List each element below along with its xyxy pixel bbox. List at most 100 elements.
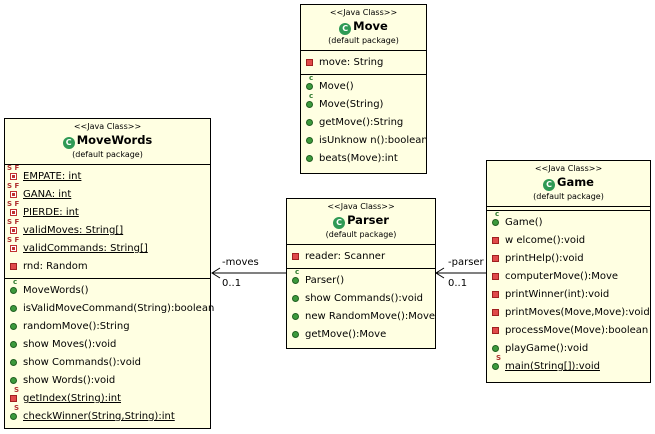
static-final-marker: S F: [7, 236, 20, 244]
stereotype: <<Java Class>>: [73, 122, 142, 131]
method-printwinner[interactable]: printWinner(int):void: [487, 286, 650, 304]
parser-arrowhead: [435, 267, 445, 279]
private-method-icon: [492, 273, 499, 280]
constructor-marker: c: [495, 210, 500, 218]
public-method-icon: [492, 219, 499, 226]
constructor-marker: c: [295, 268, 300, 276]
public-method-icon: [306, 101, 313, 108]
public-method-icon: [10, 287, 17, 294]
static-final-field-icon: [10, 209, 17, 216]
package-label: (default package): [328, 36, 399, 45]
public-method-icon: [10, 413, 17, 420]
package-label: (default package): [533, 192, 604, 201]
public-method-icon: [292, 331, 299, 338]
constructor-marker: c: [309, 92, 314, 100]
method-showcommands[interactable]: show Commands():void: [287, 290, 435, 308]
method-isunknown[interactable]: isUnknow n():boolean: [301, 132, 428, 150]
method-isvalidmovecommand[interactable]: isValidMoveCommand(String):boolean: [5, 300, 214, 318]
static-marker: S: [496, 354, 502, 362]
class-icon: C: [543, 179, 555, 191]
private-method-icon: [492, 237, 499, 244]
stereotype: <<Java Class>>: [327, 202, 395, 211]
public-method-icon: [10, 305, 17, 312]
method-beats[interactable]: beats(Move):int: [301, 150, 426, 168]
public-method-icon: [306, 155, 313, 162]
method-showwords[interactable]: show Words():void: [5, 372, 210, 390]
method-showcommands[interactable]: show Commands():void: [5, 354, 210, 372]
method-newrandommove[interactable]: new RandomMove():Move: [287, 308, 435, 326]
public-method-icon: [10, 323, 17, 330]
method-getmove[interactable]: getMove():Move: [287, 326, 435, 344]
class-name: Game: [557, 175, 594, 189]
class-name: Parser: [347, 213, 389, 227]
parser-role-label: -parser: [448, 257, 484, 268]
class-icon: C: [333, 217, 346, 229]
public-method-icon: [492, 363, 499, 370]
public-method-icon: [10, 341, 17, 348]
constructor-marker: c: [13, 278, 18, 286]
package-label: (default package): [325, 230, 397, 239]
field-rnd[interactable]: rnd: Random: [5, 258, 210, 276]
method-printmoves[interactable]: printMoves(Move,Move):void: [487, 304, 650, 322]
method-computermove[interactable]: computerMove():Move: [487, 268, 650, 286]
private-method-icon: [492, 291, 499, 298]
method-showmoves[interactable]: show Moves():void: [5, 336, 210, 354]
private-field-icon: [306, 59, 313, 66]
static-final-marker: S F: [7, 182, 20, 190]
stereotype: <<Java Class>>: [534, 164, 603, 173]
package-label: (default package): [72, 150, 143, 159]
private-field-icon: [292, 253, 299, 260]
method-playgame[interactable]: playGame():void: [487, 340, 650, 358]
method-printhelp[interactable]: printHelp():void: [487, 250, 650, 268]
static-marker: S: [14, 386, 20, 394]
constructor-marker: c: [309, 74, 314, 82]
public-method-icon: [306, 137, 313, 144]
moves-multiplicity-label: 0..1: [222, 278, 242, 289]
static-final-field-icon: [10, 173, 17, 180]
moves-role-label: -moves: [222, 257, 259, 268]
parser-multiplicity-label: 0..1: [448, 278, 468, 289]
public-method-icon: [292, 295, 299, 302]
field-move[interactable]: move: String: [301, 54, 426, 72]
public-method-icon: [306, 119, 313, 126]
static-final-marker: S F: [7, 200, 20, 208]
public-method-icon: [306, 83, 313, 90]
method-randommove[interactable]: randomMove():String: [5, 318, 210, 336]
public-method-icon: [292, 277, 299, 284]
stereotype: <<Java Class>>: [329, 8, 398, 17]
static-final-marker: S F: [7, 164, 20, 172]
public-method-icon: [10, 377, 17, 384]
private-method-icon: [492, 327, 499, 334]
method-getmove[interactable]: getMove():String: [301, 114, 426, 132]
private-field-icon: [10, 263, 17, 270]
method-welcome[interactable]: w elcome():void: [487, 232, 650, 250]
private-method-icon: [492, 309, 499, 316]
empty-fields-compartment: [487, 206, 650, 210]
public-method-icon: [292, 313, 299, 320]
private-method-icon: [492, 255, 499, 262]
static-marker: S: [14, 404, 20, 412]
class-name: MoveWords: [76, 133, 153, 147]
static-final-field-icon: [10, 227, 17, 234]
field-reader[interactable]: reader: Scanner: [287, 248, 435, 266]
method-processmove[interactable]: processMove(Move):boolean: [487, 322, 650, 340]
private-method-icon: [10, 395, 17, 402]
class-name: Move: [353, 19, 388, 33]
